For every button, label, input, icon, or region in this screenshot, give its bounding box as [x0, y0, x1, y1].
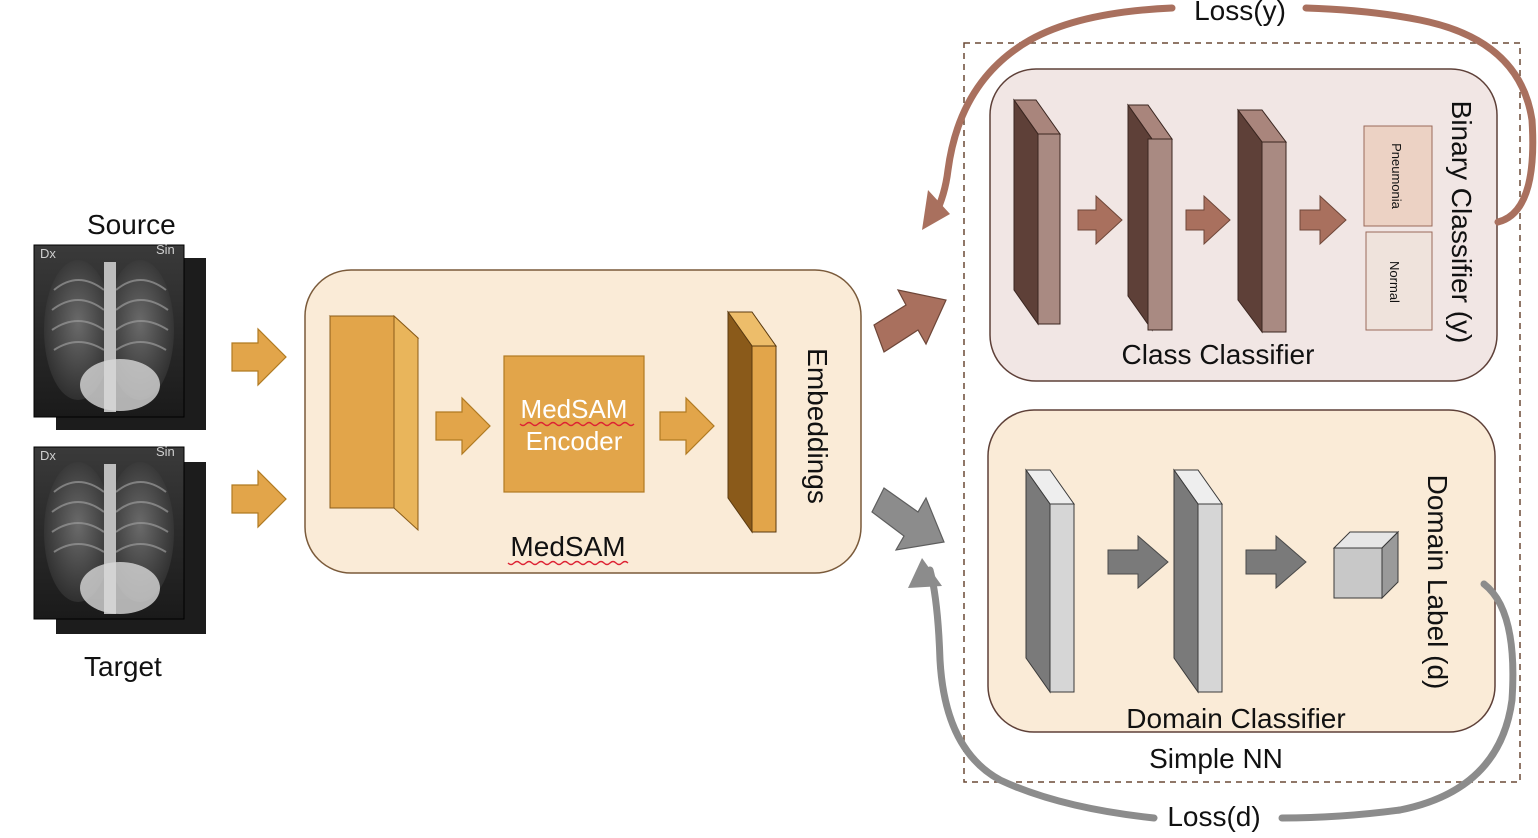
medsam-input-block	[328, 314, 420, 532]
arrow-class-1	[1077, 194, 1123, 246]
arrow-target-to-medsam	[231, 469, 287, 529]
domain-layer-1	[1025, 468, 1075, 694]
output-normal-box	[1365, 231, 1433, 331]
xray-marker-right: Sin	[156, 242, 175, 257]
loss-y-arrowhead	[922, 190, 950, 230]
class-layer-1	[1013, 98, 1061, 326]
arrow-class-2	[1185, 194, 1231, 246]
domain-layer-2	[1173, 468, 1223, 694]
domain-classifier-panel	[987, 409, 1496, 733]
arrow-domain-2	[1245, 534, 1307, 590]
embeddings-block	[727, 310, 777, 534]
class-layer-2	[1127, 103, 1173, 332]
spellcheck-underline	[507, 560, 629, 566]
loss-y-label: Loss(y)	[1194, 0, 1286, 26]
arrow-block-to-encoder	[435, 396, 491, 456]
binary-classifier-label: Binary Classifier (y)	[1446, 101, 1477, 344]
embeddings-label: Embeddings	[802, 348, 833, 504]
class-classifier-label: Class Classifier	[1122, 339, 1315, 370]
domain-classifier-label: Domain Classifier	[1126, 703, 1345, 734]
xray-marker-left: Dx	[40, 448, 56, 463]
output-pneumonia-label: Pneumonia	[1389, 143, 1404, 210]
domain-output-cube	[1332, 530, 1400, 600]
loss-d-arrowhead	[908, 558, 942, 588]
encoder-label-line2: Encoder	[526, 426, 623, 456]
loss-y-loop	[931, 4, 1537, 226]
spellcheck-underline	[519, 421, 635, 427]
domain-label-label: Domain Label (d)	[1422, 475, 1453, 690]
arrow-source-to-medsam	[231, 327, 287, 387]
source-xray-stack: Dx Sin	[33, 242, 206, 430]
arrow-embeddings-to-class-classifier	[873, 289, 947, 353]
source-label: Source	[87, 209, 176, 240]
output-pneumonia-box	[1363, 125, 1433, 227]
simple-nn-label: Simple NN	[1149, 743, 1283, 774]
medsam-panel-label: MedSAM	[510, 531, 625, 562]
arrow-class-3	[1299, 194, 1347, 246]
loss-d-label: Loss(d)	[1167, 801, 1260, 832]
simple-nn-frame	[963, 42, 1521, 783]
class-layer-3	[1237, 108, 1287, 334]
xray-marker-right: Sin	[156, 444, 175, 459]
xray-marker-left: Dx	[40, 246, 56, 261]
target-label: Target	[84, 651, 162, 682]
output-normal-label: Normal	[1387, 261, 1402, 303]
arrow-domain-1	[1107, 534, 1169, 590]
target-xray-stack: Dx Sin	[33, 444, 206, 634]
arrow-embeddings-to-domain-classifier	[871, 487, 945, 551]
loss-d-loop	[926, 566, 1517, 822]
encoder-label-line1: MedSAM	[521, 394, 628, 424]
arrow-encoder-to-embeddings	[659, 396, 715, 456]
